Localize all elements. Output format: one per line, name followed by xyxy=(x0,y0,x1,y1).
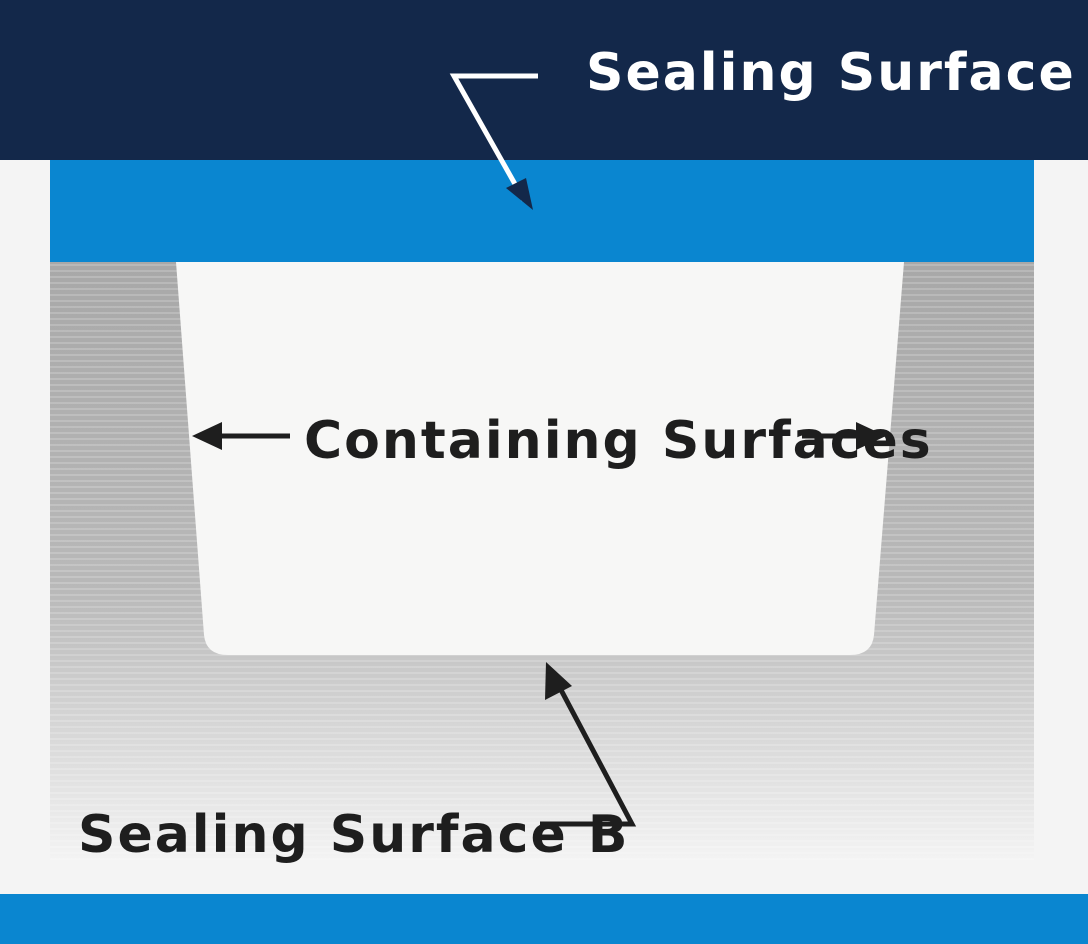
bottom-band xyxy=(0,894,1088,944)
top-plate xyxy=(0,0,1088,160)
sealing-surface-a-band xyxy=(50,160,1034,262)
sealing-surface-a-arrowhead xyxy=(506,178,533,210)
sealing-surface-a-leader xyxy=(449,73,538,202)
sealing-surface-b-leader xyxy=(540,686,637,827)
sealing-surface-a-label: Sealing Surface A xyxy=(586,43,1088,103)
containing-surfaces-arrowhead-left xyxy=(192,422,222,450)
sealing-surface-b-arrowhead xyxy=(545,662,572,700)
containing-surfaces-arrowhead-right xyxy=(856,422,886,450)
groove-cavity xyxy=(176,262,904,655)
containing-surfaces-label: Containing Surfaces xyxy=(304,411,933,471)
sealing-surface-b-label: Sealing Surface B xyxy=(78,805,629,865)
